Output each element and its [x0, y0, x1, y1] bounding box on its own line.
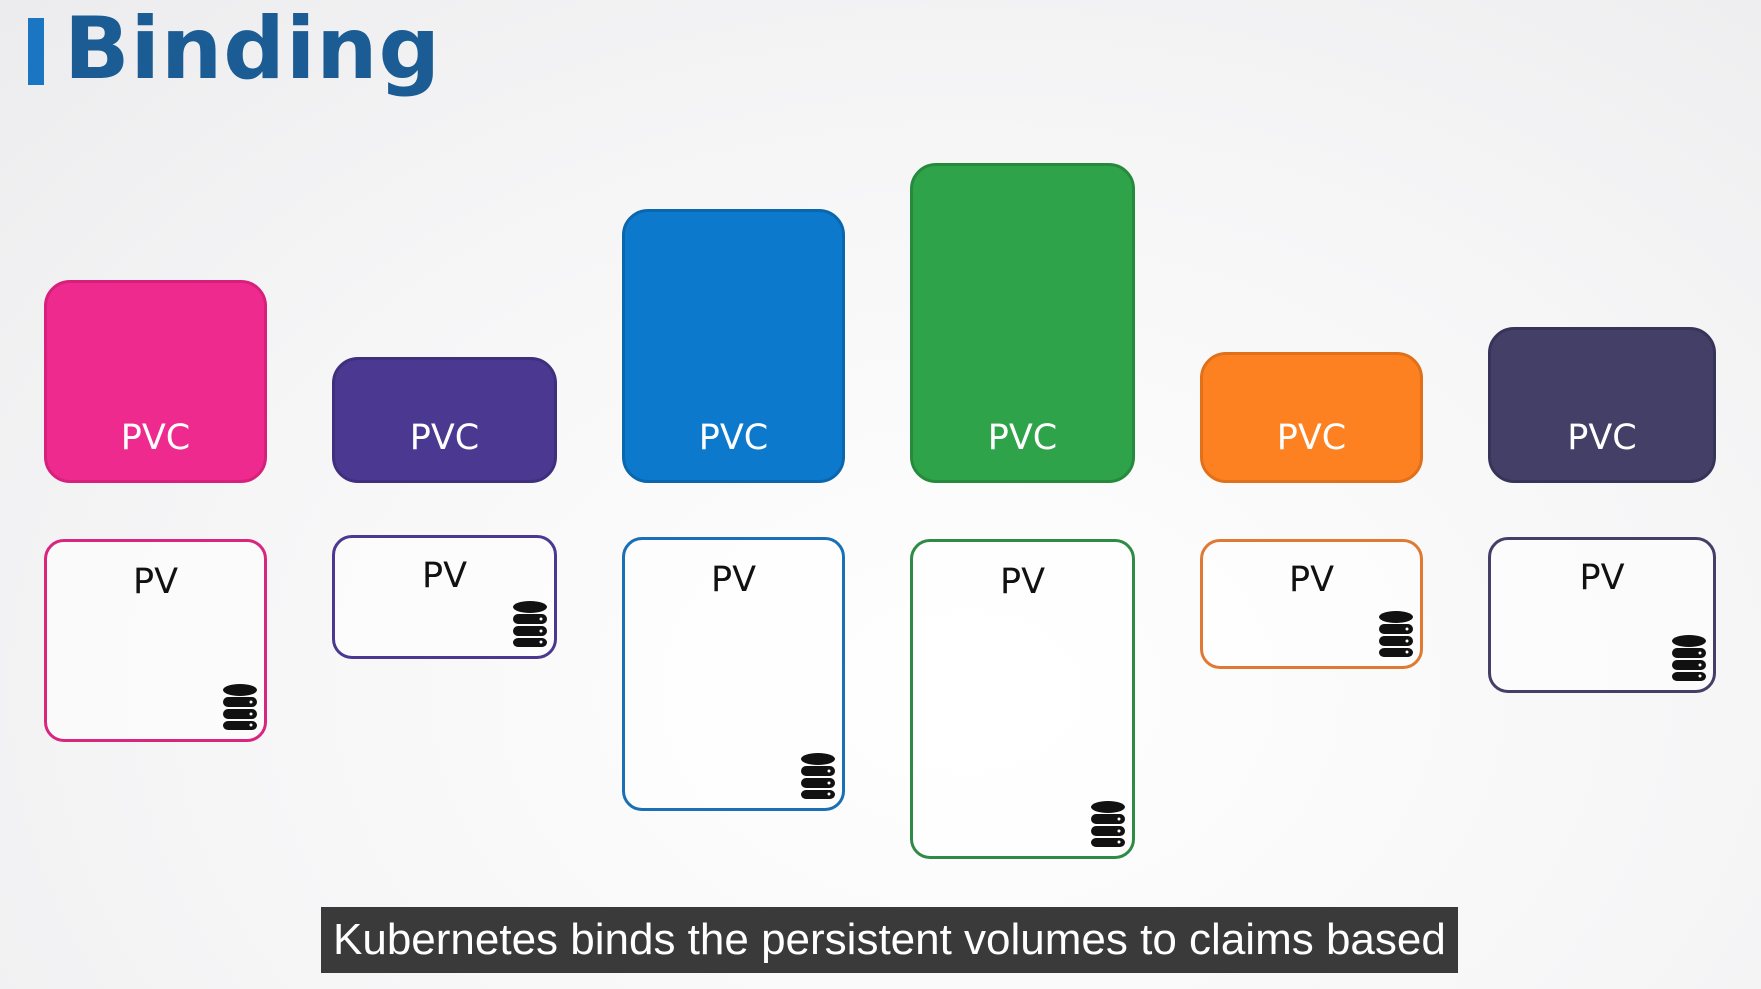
- pv-box-pink: PV: [44, 539, 267, 742]
- page-title: Binding: [64, 0, 442, 99]
- database-icon: [1379, 611, 1413, 657]
- pv-box-orange: PV: [1200, 539, 1423, 669]
- pv-box-slate: PV: [1488, 537, 1716, 693]
- pvc-label: PVC: [987, 418, 1058, 458]
- database-icon: [1672, 635, 1706, 681]
- pv-box-blue: PV: [622, 537, 845, 811]
- pv-box-purple: PV: [332, 535, 557, 659]
- pv-label: PV: [1288, 560, 1335, 600]
- subtitle-caption: Kubernetes binds the persistent volumes …: [321, 907, 1458, 973]
- pvc-box-pink: PVC: [44, 280, 267, 483]
- pvc-box-slate: PVC: [1488, 327, 1716, 483]
- pv-label: PV: [1579, 558, 1625, 598]
- pv-label: PV: [132, 562, 179, 602]
- pvc-box-purple: PVC: [332, 357, 557, 483]
- pvc-box-orange: PVC: [1200, 352, 1423, 483]
- caption-text: Kubernetes binds the persistent volumes …: [333, 915, 1446, 964]
- pv-box-green: PV: [910, 539, 1135, 859]
- pvc-label: PVC: [698, 418, 769, 458]
- pvc-label: PVC: [120, 418, 191, 458]
- pvc-label: PVC: [1276, 418, 1347, 458]
- pvc-label: PVC: [1567, 418, 1637, 458]
- title-accent-bar: [28, 18, 44, 85]
- pv-label: PV: [999, 562, 1046, 602]
- pv-label: PV: [421, 556, 468, 596]
- database-icon: [801, 753, 835, 799]
- database-icon: [513, 601, 547, 647]
- database-icon: [1091, 801, 1125, 847]
- pvc-label: PVC: [409, 418, 480, 458]
- database-icon: [223, 684, 257, 730]
- pvc-box-blue: PVC: [622, 209, 845, 483]
- pvc-box-green: PVC: [910, 163, 1135, 483]
- pv-label: PV: [710, 560, 757, 600]
